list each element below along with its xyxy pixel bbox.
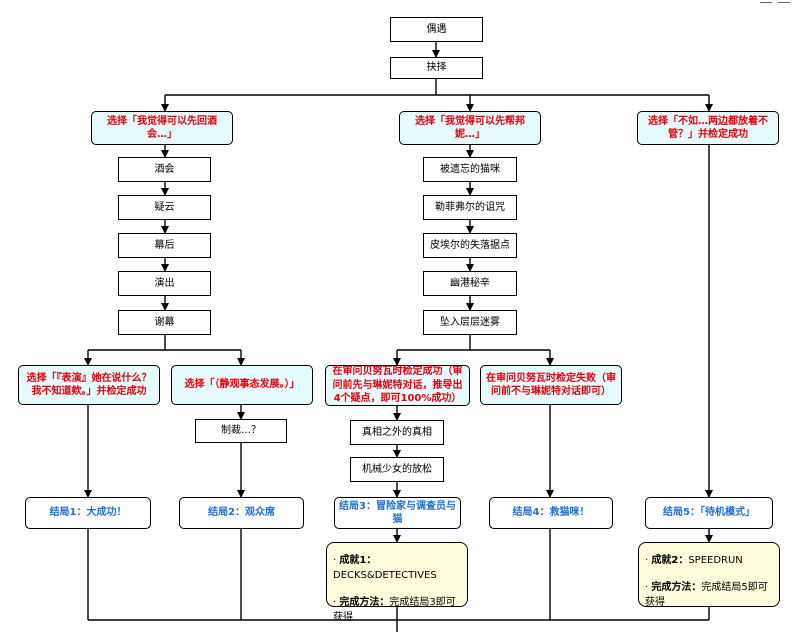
achievement-1-label: 成就1： bbox=[339, 555, 377, 566]
node-b1-n1: 真相之外的真相 bbox=[350, 420, 444, 445]
achievement-2-method: · 完成方法：完成结局5即可获得 bbox=[645, 582, 768, 608]
ending-3: 结局3：冒险家与调查员与猫 bbox=[334, 497, 461, 529]
node-a2-next: 制裁…？ bbox=[195, 419, 287, 443]
achievement-1-value: DECKS&DETECTIVES bbox=[333, 570, 437, 581]
minimize-icon-2 bbox=[778, 0, 790, 3]
choice-b1: 在审问贝努瓦时检定成功（审问前先与琳妮特对话，推导出4个疑点，即可100%成功） bbox=[325, 365, 470, 406]
choice-b: 选择「我觉得可以先帮邦妮…」 bbox=[399, 111, 541, 145]
node-b1-n2: 机械少女的放松 bbox=[350, 457, 444, 482]
achievement-2-value: SPEEDRUN bbox=[688, 555, 743, 566]
achievement-2-title: · 成就2：SPEEDRUN bbox=[645, 555, 743, 566]
node-b5: 坠入层层迷雾 bbox=[423, 310, 517, 335]
achievement-1-method-value: 完成结局3即可获得 bbox=[333, 597, 456, 623]
node-b3: 皮埃尔的失落据点 bbox=[423, 233, 517, 258]
ending-2: 结局2：观众席 bbox=[179, 497, 304, 529]
minimize-icon bbox=[760, 0, 772, 3]
node-b4: 幽港秘辛 bbox=[423, 271, 517, 296]
choice-a: 选择「我觉得可以先回酒会…」 bbox=[91, 111, 233, 145]
achievement-2-method-value: 完成结局5即可获得 bbox=[645, 582, 768, 608]
choice-a1: 选择「『表演』她在说什么？我不知道欸。」并检定成功 bbox=[18, 365, 160, 405]
achievement-2-method-label: 完成方法： bbox=[651, 582, 702, 593]
achievement-2: · 成就2：SPEEDRUN · 完成方法：完成结局5即可获得 bbox=[638, 542, 780, 608]
node-choose: 抉择 bbox=[390, 57, 483, 79]
node-a1: 酒会 bbox=[118, 157, 211, 182]
node-b1: 被遗忘的猫咪 bbox=[423, 157, 517, 182]
achievement-2-label: 成就2： bbox=[651, 555, 689, 566]
window-corner-icons bbox=[760, 0, 790, 3]
node-a3: 幕后 bbox=[118, 233, 211, 258]
node-a4: 演出 bbox=[118, 271, 211, 296]
node-a2: 疑云 bbox=[118, 195, 211, 220]
achievement-1-title: · 成就1：DECKS&DETECTIVES bbox=[333, 555, 437, 581]
ending-1: 结局1：大成功！ bbox=[25, 497, 151, 529]
node-start: 偶遇 bbox=[390, 17, 483, 42]
node-b2: 勒菲弗尔的诅咒 bbox=[423, 195, 517, 220]
choice-c: 选择「不如…两边都放着不管？」并检定成功 bbox=[637, 111, 779, 145]
choice-b2: 在审问贝努瓦时检定失败（审问前不与琳妮特对话即可） bbox=[480, 365, 622, 405]
node-a5: 谢幕 bbox=[118, 310, 211, 335]
choice-a2: 选择「（静观事态发展。）」 bbox=[171, 365, 313, 405]
achievement-1-method: · 完成方法：完成结局3即可获得 bbox=[333, 597, 456, 623]
ending-4: 结局4：救猫咪！ bbox=[489, 497, 613, 529]
achievement-1-method-label: 完成方法： bbox=[339, 597, 390, 608]
achievement-1: · 成就1：DECKS&DETECTIVES · 完成方法：完成结局3即可获得 bbox=[326, 542, 468, 623]
ending-5: 结局5：「待机模式」 bbox=[645, 497, 773, 529]
